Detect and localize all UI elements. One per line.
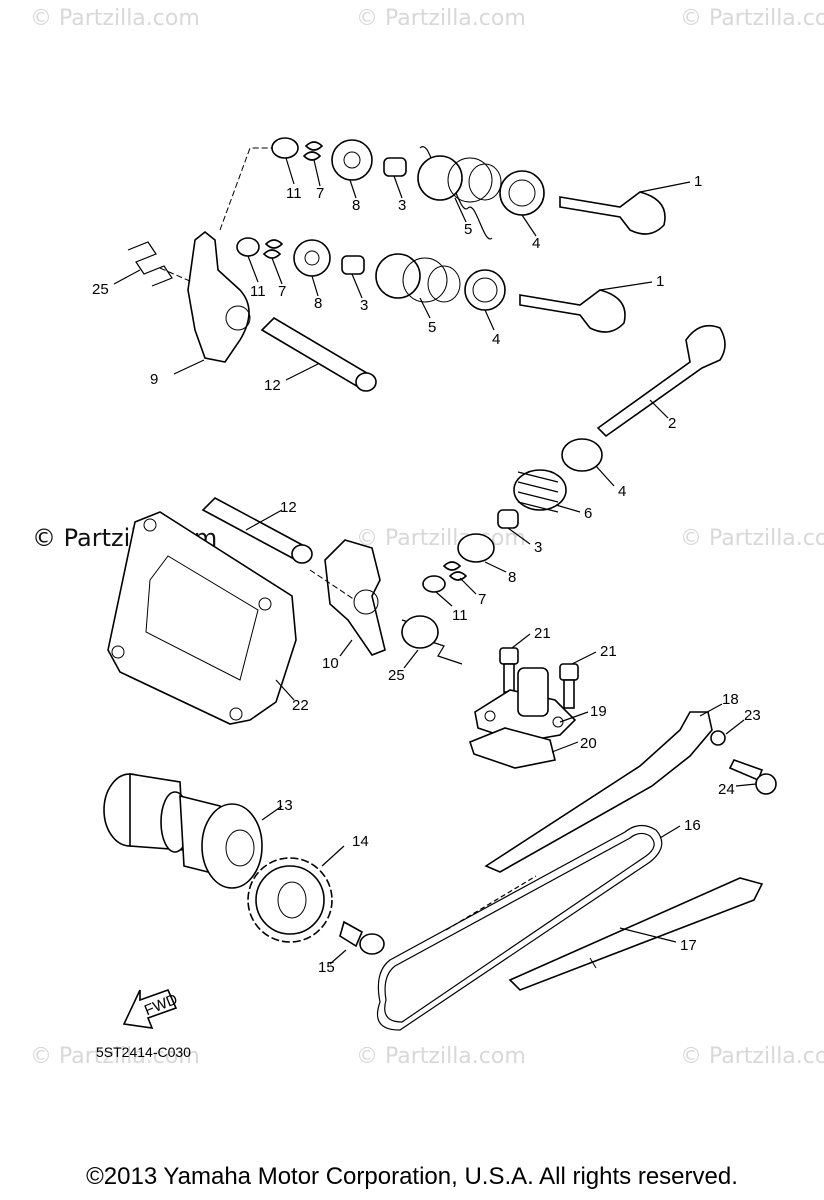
rocker-arm-exhaust xyxy=(324,539,386,656)
valve-cotter-exhaust xyxy=(442,561,468,581)
callout-4: 4 xyxy=(532,235,540,252)
callout-9: 9 xyxy=(150,371,158,388)
spring-seat-lower xyxy=(464,269,506,311)
valve-spring-lower xyxy=(375,253,461,303)
chain-guide-exhaust-side xyxy=(508,877,764,991)
watermark: © Partzilla.com xyxy=(30,6,200,31)
valve-seal-exhaust xyxy=(497,509,519,529)
valve-seal-lower xyxy=(341,255,365,275)
callout-11: 11 xyxy=(452,607,468,624)
sprocket-bolt xyxy=(339,920,385,955)
spring-retainer-lower xyxy=(293,239,331,277)
callout-25: 25 xyxy=(388,667,405,684)
callout-7: 7 xyxy=(316,185,324,202)
callout-8: 8 xyxy=(352,197,360,214)
spring-seat-upper xyxy=(499,170,545,216)
callout-12: 12 xyxy=(280,499,297,516)
callout-21: 21 xyxy=(534,625,551,642)
callout-24: 24 xyxy=(718,781,735,798)
exploded-view-drawing: FWD xyxy=(92,137,777,1031)
spring-retainer-exhaust xyxy=(457,533,495,563)
watermark: © Partzilla.com xyxy=(356,6,526,31)
callout-4: 4 xyxy=(492,331,500,348)
watermark: © Partzilla.com xyxy=(680,1044,824,1069)
callout-4: 4 xyxy=(618,483,626,500)
callout-2: 2 xyxy=(668,415,676,432)
callout-21: 21 xyxy=(600,643,617,660)
rocker-shaft-upper xyxy=(260,316,377,392)
callout-11: 11 xyxy=(286,185,302,202)
callout-labels: 1 1 2 3 3 3 4 4 4 5 5 6 7 7 7 8 8 8 9 10… xyxy=(92,173,761,976)
rocker-shaft-lower xyxy=(201,497,313,564)
callout-18: 18 xyxy=(722,691,739,708)
spring-seat-exhaust xyxy=(561,438,603,472)
callout-3: 3 xyxy=(398,197,406,214)
callout-11: 11 xyxy=(250,283,266,300)
callout-8: 8 xyxy=(508,569,516,586)
cam-chain xyxy=(376,824,663,1031)
valve-keeper-exhaust xyxy=(422,575,446,593)
exhaust-valve xyxy=(596,324,726,438)
valve-keeper-lower xyxy=(236,237,260,257)
leader-lines xyxy=(113,157,757,965)
callout-20: 20 xyxy=(580,735,597,752)
cylinder-head-gasket xyxy=(107,511,297,725)
tensioner-bolt-left xyxy=(499,647,519,693)
callout-22: 22 xyxy=(292,697,309,714)
rocker-spring-lower xyxy=(401,615,463,665)
callout-16: 16 xyxy=(684,817,701,834)
callout-5: 5 xyxy=(464,221,472,238)
camshaft xyxy=(103,773,263,889)
valve-keeper-upper xyxy=(271,137,299,159)
callout-7: 7 xyxy=(278,283,286,300)
intake-valve-upper xyxy=(559,191,666,235)
callout-14: 14 xyxy=(352,833,369,850)
watermark: © Partzilla.com xyxy=(680,6,824,31)
valve-cotter-lower xyxy=(262,239,284,259)
callout-25: 25 xyxy=(92,281,109,298)
chain-guide-tensioner-side xyxy=(484,711,713,873)
callout-3: 3 xyxy=(534,539,542,556)
valve-spring-upper xyxy=(417,146,502,240)
callout-6: 6 xyxy=(584,505,592,522)
watermark: © Partzilla.com xyxy=(356,1044,526,1069)
valve-spring-exhaust xyxy=(513,469,567,513)
fwd-label: FWD xyxy=(142,991,180,1020)
callout-15: 15 xyxy=(318,959,335,976)
o-ring xyxy=(710,730,726,746)
forward-arrow-icon: FWD xyxy=(122,988,180,1029)
watermark: © Partzilla.com xyxy=(356,526,526,551)
watermark: © Partzilla.com xyxy=(30,1044,200,1069)
callout-1: 1 xyxy=(694,173,702,190)
tensioner-gasket xyxy=(469,727,556,769)
watermark: © Partzilla.com xyxy=(680,526,824,551)
valve-cotter-upper xyxy=(302,141,324,161)
callout-8: 8 xyxy=(314,295,322,312)
spring-retainer-upper xyxy=(331,139,373,181)
callout-7: 7 xyxy=(478,591,486,608)
callout-10: 10 xyxy=(322,655,339,672)
guide-bolt xyxy=(728,759,777,795)
callout-3: 3 xyxy=(360,297,368,314)
callout-17: 17 xyxy=(680,937,697,954)
cam-chain-tensioner xyxy=(474,667,577,743)
callout-12: 12 xyxy=(264,377,281,394)
intake-valve-lower xyxy=(519,289,626,333)
copyright-notice: ©2013 Yamaha Motor Corporation, U.S.A. A… xyxy=(86,1163,738,1190)
rocker-arm-intake xyxy=(187,230,251,363)
valve-seal-upper xyxy=(383,157,407,177)
rocker-spring-upper xyxy=(127,241,173,287)
diagram-code: 5ST2414-C030 xyxy=(96,1044,191,1060)
callout-23: 23 xyxy=(744,707,761,724)
callout-1: 1 xyxy=(656,273,664,290)
camshaft-sprocket xyxy=(247,857,333,943)
tensioner-bolt-right xyxy=(559,663,579,709)
callout-13: 13 xyxy=(276,797,293,814)
callout-19: 19 xyxy=(590,703,607,720)
callout-5: 5 xyxy=(428,319,436,336)
